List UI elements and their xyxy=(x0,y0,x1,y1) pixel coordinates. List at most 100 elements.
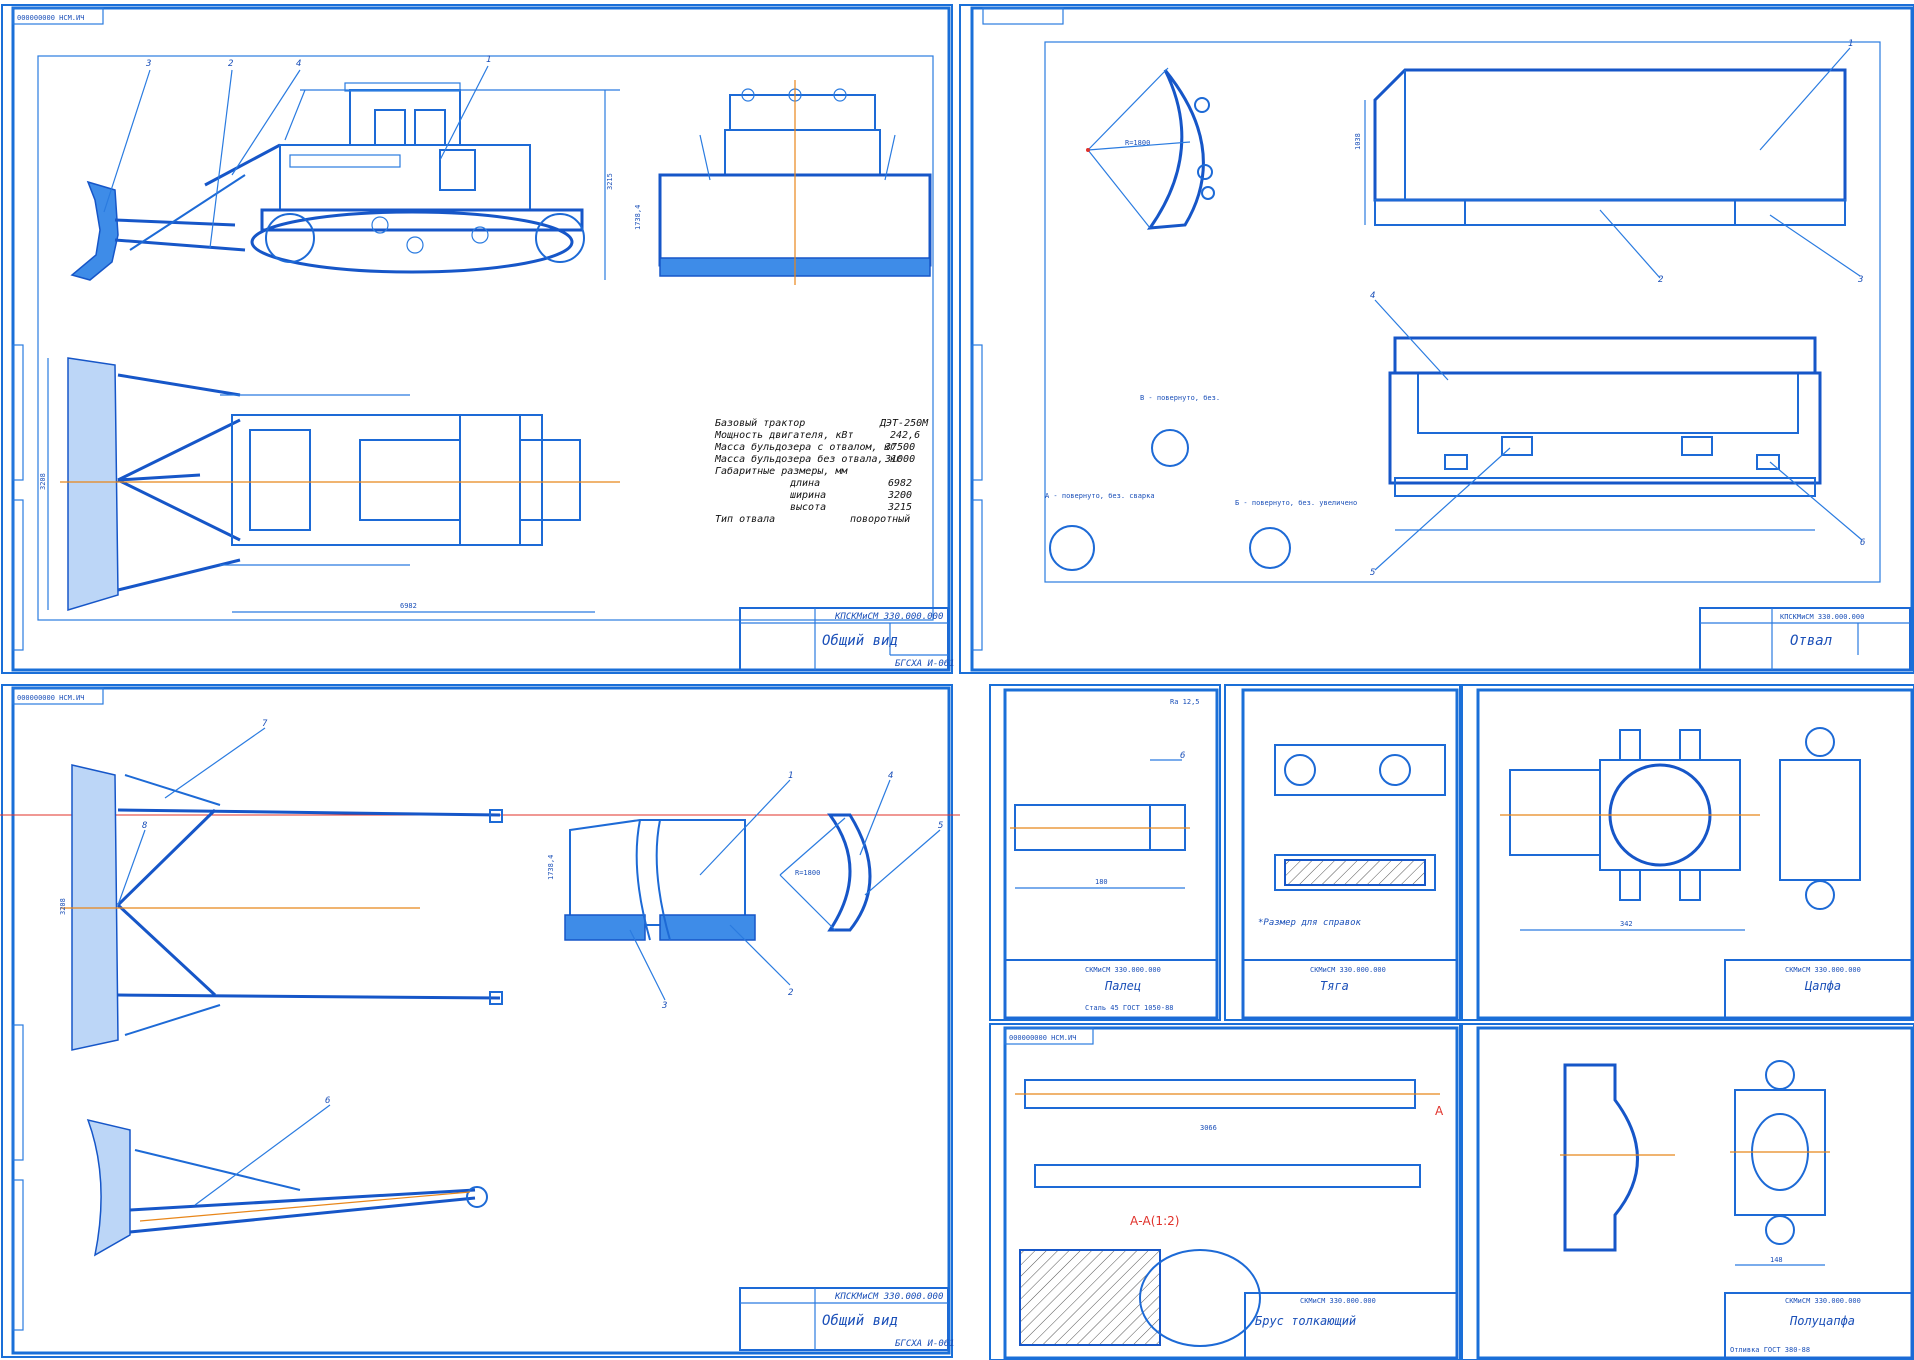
svg-text:Габаритные размеры, мм: Габаритные размеры, мм xyxy=(715,465,848,477)
sheet-title: Общий вид xyxy=(822,633,898,649)
svg-text:поворотный: поворотный xyxy=(850,513,910,525)
sheet-rod: *Размер для справок Тяга СКМиСМ 330.000.… xyxy=(1224,684,1461,1021)
svg-text:ДЭТ-250М: ДЭТ-250М xyxy=(879,418,929,429)
svg-text:В - повернуто, без.: В - повернуто, без. xyxy=(1140,394,1220,402)
sheet-trunnion: 342 Цапфа СКМиСМ 330.000.000 xyxy=(1461,684,1914,1021)
svg-text:СКМиСМ 330.000.000: СКМиСМ 330.000.000 xyxy=(1785,966,1861,974)
dim-length: 6982 xyxy=(400,602,417,610)
svg-text:5: 5 xyxy=(1370,568,1375,578)
svg-text:6: 6 xyxy=(325,1096,330,1106)
svg-text:*Размер для справок: *Размер для справок xyxy=(1258,918,1362,928)
callouts-sheet2: 1 2 3 4 5 6 xyxy=(1370,39,1865,578)
svg-text:Ra 12,5: Ra 12,5 xyxy=(1170,698,1200,706)
svg-text:342: 342 xyxy=(1620,920,1633,928)
svg-text:2: 2 xyxy=(788,988,793,998)
svg-text:3: 3 xyxy=(1857,275,1863,285)
svg-text:Тип отвала: Тип отвала xyxy=(715,514,775,525)
svg-text:А-А(1:2): А-А(1:2) xyxy=(1130,1214,1179,1228)
svg-text:3066: 3066 xyxy=(1200,1124,1217,1132)
svg-text:180: 180 xyxy=(1095,878,1108,886)
svg-text:000000000 НСМ.ИЧ: 000000000 НСМ.ИЧ xyxy=(1009,1034,1076,1042)
svg-text:5: 5 xyxy=(938,821,943,831)
svg-text:Брус толкающий: Брус толкающий xyxy=(1255,1314,1356,1328)
stamp-top: 000000000 НСМ.ИЧ xyxy=(17,14,84,22)
svg-text:КПСКМиСМ 330.000.000: КПСКМиСМ 330.000.000 xyxy=(834,1292,943,1302)
svg-text:1: 1 xyxy=(788,771,793,781)
svg-text:3215: 3215 xyxy=(606,173,614,190)
dozer-side-view: 3215 xyxy=(70,82,620,281)
sheet-half-trunnion: 148 Полуцапфа СКМиСМ 330.000.000 Отливка… xyxy=(1461,1023,1914,1360)
svg-text:Отливка ГОСТ 380-88: Отливка ГОСТ 380-88 xyxy=(1730,1346,1810,1354)
svg-text:А: А xyxy=(1435,1104,1444,1118)
svg-text:Масса бульдозера с отвалом, кг: Масса бульдозера с отвалом, кг xyxy=(714,441,896,453)
svg-text:6: 6 xyxy=(1180,751,1185,761)
callouts-sheet1: 3 2 4 1 xyxy=(103,55,491,249)
svg-text:R=1800: R=1800 xyxy=(1125,139,1150,147)
frame-top-view: 3208 xyxy=(59,764,503,1051)
svg-text:СКМиСМ 330.000.000: СКМиСМ 330.000.000 xyxy=(1785,1297,1861,1305)
title-block-sheet3: КПСКМиСМ 330.000.000 Общий вид БГСХА И-0… xyxy=(739,1287,955,1351)
sheet-finger: Ra 12,5 180 6 Палец СКМиСМ 330.000.000 С… xyxy=(989,684,1221,1021)
doc-code: КПСКМиСМ 330.000.000 xyxy=(834,612,943,622)
title-block-sheet2: Отвал КПСКМиСМ 330.000.000 xyxy=(1699,607,1911,671)
sheet-general-view-2: 000000000 НСМ.ИЧ 3208 xyxy=(0,684,960,1358)
svg-text:длина: длина xyxy=(789,478,820,489)
dim-width: 3208 xyxy=(39,473,47,490)
svg-text:Мощность двигателя, кВт: Мощность двигателя, кВт xyxy=(714,430,853,441)
svg-text:БГСХА И-061: БГСХА И-061 xyxy=(895,1339,955,1349)
svg-text:242,6: 242,6 xyxy=(890,430,920,441)
callouts-sheet3: 1 2 3 4 5 6 7 8 xyxy=(117,719,943,1206)
svg-text:7: 7 xyxy=(262,719,268,729)
svg-text:Базовый трактор: Базовый трактор xyxy=(715,417,805,429)
svg-text:Сталь 45 ГОСТ 1050-88: Сталь 45 ГОСТ 1050-88 xyxy=(1085,1004,1174,1012)
sheet-title: Отвал xyxy=(1790,633,1832,649)
svg-text:СКМиСМ 330.000.000: СКМиСМ 330.000.000 xyxy=(1085,966,1161,974)
svg-text:Цапфа: Цапфа xyxy=(1804,979,1841,993)
dozer-front-view: 1738,4 xyxy=(634,80,932,285)
svg-text:148: 148 xyxy=(1770,1256,1783,1264)
svg-text:37500: 37500 xyxy=(884,442,915,453)
svg-text:Б - повернуто, без. увеличено: Б - повернуто, без. увеличено xyxy=(1235,499,1357,507)
blade-small-views: 1738,4 R=1800 xyxy=(547,813,872,941)
svg-text:Полуцапфа: Полуцапфа xyxy=(1789,1314,1855,1328)
sheet-blade: R=1800 1038 В xyxy=(959,4,1914,674)
svg-text:СКМиСМ 330.000.000: СКМиСМ 330.000.000 xyxy=(1300,1297,1376,1305)
svg-text:ширина: ширина xyxy=(790,490,826,501)
svg-text:СКМиСМ 330.000.000: СКМиСМ 330.000.000 xyxy=(1310,966,1386,974)
specs-table: Базовый трактор ДЭТ-250М Мощность двигат… xyxy=(714,417,929,525)
org: БГСХА И-061 xyxy=(895,659,955,669)
blade-rear xyxy=(1388,336,1822,531)
svg-text:высота: высота xyxy=(790,502,826,513)
title-block-sheet1: КПСКМиСМ 330.000.000 Общий вид БГСХА И-0… xyxy=(739,607,955,671)
svg-text:3208: 3208 xyxy=(59,898,67,915)
sheet-general-view-1: 000000000 НСМ.ИЧ xyxy=(1,4,955,674)
svg-text:3215: 3215 xyxy=(887,502,912,513)
svg-text:8: 8 xyxy=(142,821,147,831)
svg-text:000000000 НСМ.ИЧ: 000000000 НСМ.ИЧ xyxy=(17,694,84,702)
svg-text:А - повернуто, без. сварка: А - повернуто, без. сварка xyxy=(1045,492,1155,500)
sheet-push-beam: 000000000 НСМ.ИЧ А 3066 А-А(1:2) Брус то… xyxy=(989,1023,1461,1360)
svg-text:2: 2 xyxy=(1658,275,1663,285)
svg-text:Масса бульдозера без отвала, к: Масса бульдозера без отвала, кг xyxy=(714,453,902,465)
svg-text:6: 6 xyxy=(1860,538,1865,548)
blade-side-profile: R=1800 xyxy=(1086,67,1215,230)
svg-text:3: 3 xyxy=(661,1001,667,1011)
svg-text:1738,4: 1738,4 xyxy=(547,855,555,880)
svg-text:4: 4 xyxy=(296,59,301,69)
frame-side-view xyxy=(86,1118,488,1257)
dozer-top-view: 6982 3208 xyxy=(39,357,620,613)
svg-text:4: 4 xyxy=(888,771,893,781)
blade-sections: В - повернуто, без. А - повернуто, без. … xyxy=(1045,394,1357,571)
svg-text:2: 2 xyxy=(228,59,233,69)
svg-text:1: 1 xyxy=(486,55,491,65)
svg-text:1738,4: 1738,4 xyxy=(634,205,642,230)
svg-text:R=1800: R=1800 xyxy=(795,869,820,877)
blade-front: 1038 xyxy=(1354,68,1847,226)
svg-text:1: 1 xyxy=(1848,39,1853,49)
svg-text:Палец: Палец xyxy=(1104,979,1141,993)
sheet-title: Общий вид xyxy=(822,1313,898,1329)
svg-text:КПСКМиСМ 330.000.000: КПСКМиСМ 330.000.000 xyxy=(1780,613,1864,621)
svg-text:3: 3 xyxy=(145,59,151,69)
svg-text:3200: 3200 xyxy=(887,490,912,501)
